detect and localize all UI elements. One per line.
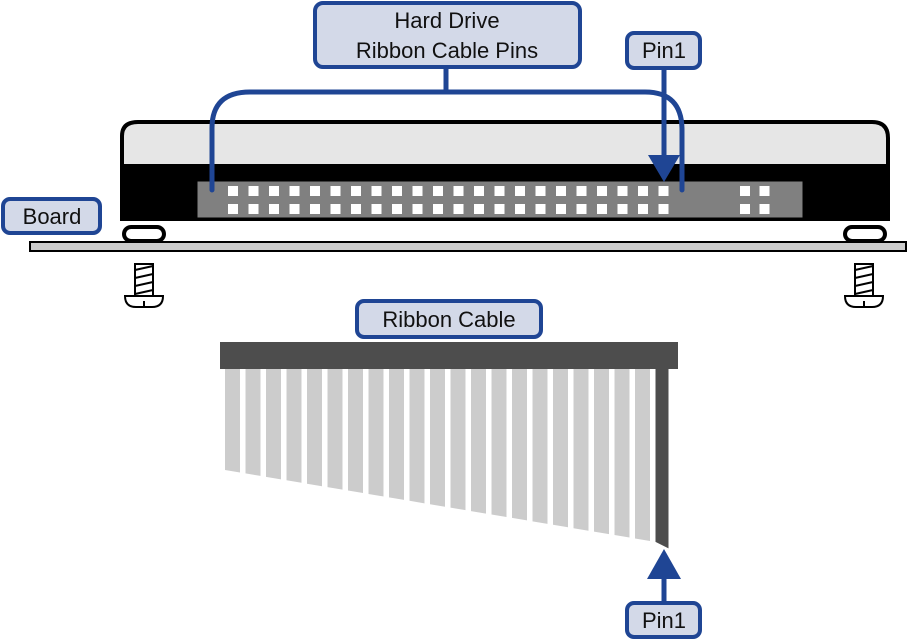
foot-left-icon [122,225,166,243]
connector-pin [228,204,238,214]
connector-pin [330,186,341,196]
hard-drive-pins-label-line1: Hard Drive [394,8,499,33]
ribbon-cable-strand [409,369,425,504]
connector-pin [269,186,279,196]
connector-pin [310,186,320,196]
connector-pin [289,204,300,214]
connector-extra-pin [740,186,750,196]
hard-drive-pins-label-line2: Ribbon Cable Pins [356,38,538,63]
ribbon-cable-strand [368,369,384,497]
board [29,241,907,252]
ribbon-cable-strand [573,369,589,531]
ribbon-cable-pin1-strand [655,369,669,549]
connector-pin [474,186,484,196]
connector-pin [433,204,443,214]
pin1-bottom-arrow-head [647,549,681,579]
pin1-top-arrow-head [648,155,680,182]
board-label-text: Board [23,204,82,229]
connector-pin [515,186,525,196]
connector-pin [617,186,628,196]
ribbon-cable-strand [491,369,507,518]
ribbon-cable-strand [512,369,527,521]
connector-pin [617,204,628,214]
connector-pin [597,204,607,214]
connector-extra-pin [759,186,770,196]
ribbon-cable-strand [553,369,568,528]
pin1-top-label: Pin1 [625,31,702,70]
hard-drive [120,120,890,221]
connector-pin [576,186,587,196]
ribbon-cable-strand [266,369,281,480]
ribbon-cable-strand [471,369,486,514]
connector-pin [638,204,648,214]
connector-pin [412,186,423,196]
ribbon-cable-strand [245,369,261,476]
ribbon-cable-strand [532,369,548,524]
connector-pin [289,186,300,196]
ribbon-cable-label: Ribbon Cable [355,299,543,339]
ribbon-cable-strand [225,369,240,473]
connector-pin [228,186,238,196]
connector-pin [556,186,566,196]
connector-pin [576,204,587,214]
foot-right-icon [843,225,887,243]
ribbon-cable-header [220,342,678,369]
connector-pin [371,186,382,196]
pin1-bottom-label-text: Pin1 [642,608,686,633]
ribbon-cable-strand [286,369,302,483]
connector-pin [310,204,320,214]
connector-pin [494,186,505,196]
connector-pin [658,186,669,196]
ribbon-cable-label-text: Ribbon Cable [382,307,515,332]
connector-pin [556,204,566,214]
ribbon-cable-strand [430,369,445,507]
hard-drive-top-cover [120,120,890,168]
ribbon-cable-strand [635,369,650,541]
connector-pin [269,204,279,214]
connector-pin [453,186,464,196]
connector-pin [597,186,607,196]
connector-pin [474,204,484,214]
connector-pin [638,186,648,196]
screw-left-icon [123,263,165,308]
screw-right-icon [843,263,885,308]
connector-pin [248,186,259,196]
connector-extra-pin [740,204,750,214]
ribbon-cable-strand [614,369,630,538]
connector-pin [535,186,546,196]
pin1-top-label-text: Pin1 [642,38,686,63]
connector-pin [351,204,361,214]
connector-pin [392,186,402,196]
ribbon-cable-strands [225,369,669,549]
ribbon-cable-strand [327,369,343,490]
connector-pins [228,186,770,214]
connector-pin [330,204,341,214]
connector-pin [433,186,443,196]
ribbon-cable-strand [594,369,609,535]
board-label: Board [1,197,102,235]
connector-pin [412,204,423,214]
connector-pin [371,204,382,214]
connector-pin [535,204,546,214]
ribbon-cable-strand [348,369,363,494]
connector-pin [515,204,525,214]
pin1-bottom-label: Pin1 [625,601,702,639]
connector-pin [392,204,402,214]
connector-pin [248,204,259,214]
connector-pin [453,204,464,214]
ribbon-cable-strand [450,369,466,511]
connector-pin [351,186,361,196]
ribbon-cable [220,342,678,549]
hard-drive-pins-label: Hard Drive Ribbon Cable Pins [313,1,582,69]
connector-pin [494,204,505,214]
connector-extra-pin [759,204,770,214]
ribbon-cable-strand [307,369,322,487]
ribbon-cable-strand [389,369,404,500]
connector-pin [658,204,669,214]
